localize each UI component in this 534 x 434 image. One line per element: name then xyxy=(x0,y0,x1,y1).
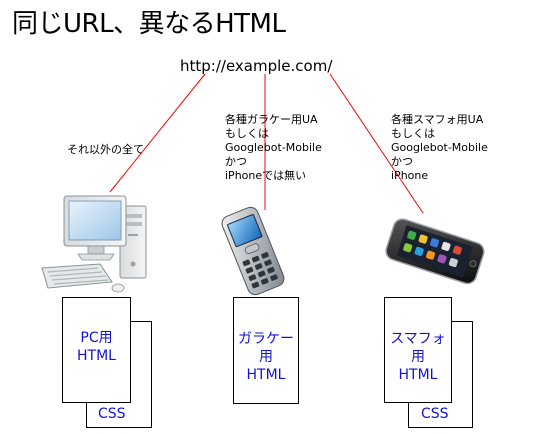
html-box-label: PC用 HTML xyxy=(63,329,130,365)
caption-line: Googlebot-Mobile xyxy=(225,141,322,154)
caption-line: かつ xyxy=(225,155,247,168)
smartphone-icon xyxy=(385,218,485,285)
caption-line: Googlebot-Mobile xyxy=(391,141,488,154)
html-box-label-line: スマフォ用 xyxy=(390,331,446,365)
page-title: 同じURL、異なるHTML xyxy=(12,9,286,39)
html-box-label-line: HTML xyxy=(246,367,286,383)
html-box-label-line: ガラケー用 xyxy=(238,331,294,365)
html-box-pc: PC用 HTML xyxy=(62,297,131,403)
html-box-label-line: HTML xyxy=(398,367,438,383)
feature-phone-icon xyxy=(221,206,285,296)
html-box-label-line: HTML xyxy=(77,348,116,364)
caption-feature-phone: 各種ガラケー用UA もしくは Googlebot-Mobile かつ iPhon… xyxy=(225,113,322,183)
css-label-smartphone: CSS xyxy=(421,406,449,422)
caption-line: もしくは xyxy=(391,127,435,140)
caption-line: もしくは xyxy=(225,127,269,140)
caption-line: かつ xyxy=(391,155,413,168)
connector-line-smartphone xyxy=(329,73,424,214)
url-label: http://example.com/ xyxy=(180,57,333,75)
html-box-label: ガラケー用 HTML xyxy=(234,330,298,384)
desktop-pc-icon xyxy=(41,195,147,293)
html-box-feature-phone: ガラケー用 HTML xyxy=(233,297,299,404)
caption-line: 各種ガラケー用UA xyxy=(225,113,318,126)
html-box-label-line: PC用 xyxy=(80,330,113,346)
caption-line: iPhoneでは無い xyxy=(225,169,307,182)
caption-line: iPhone xyxy=(391,169,429,182)
connector-line-pc xyxy=(109,73,206,193)
html-box-label: スマフォ用 HTML xyxy=(385,330,451,384)
caption-smartphone: 各種スマフォ用UA もしくは Googlebot-Mobile かつ iPhon… xyxy=(391,113,488,183)
caption-line: それ以外の全て xyxy=(67,143,144,156)
css-label-pc: CSS xyxy=(98,406,126,422)
caption-pc: それ以外の全て xyxy=(67,143,144,157)
html-box-smartphone: スマフォ用 HTML xyxy=(384,297,452,403)
caption-line: 各種スマフォ用UA xyxy=(391,113,484,126)
